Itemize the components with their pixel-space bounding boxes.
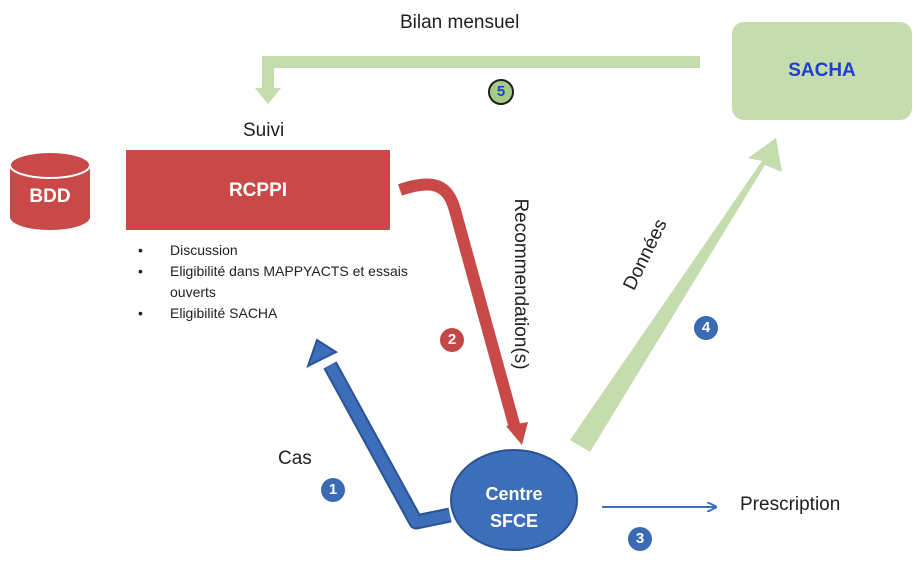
bullet-eligibilite-sacha: Eligibilité SACHA (138, 303, 410, 324)
bullet-eligibilite-mappyacts: Eligibilité dans MAPPYACTS et essais ouv… (138, 261, 410, 303)
step-5-badge: 5 (488, 79, 514, 105)
centre-sfce-node (450, 449, 578, 551)
donnees-arrow (570, 138, 782, 452)
step-2-badge: 2 (440, 328, 464, 352)
recommandations-label: Recommendation(s) (510, 198, 531, 370)
sacha-label: SACHA (788, 60, 856, 81)
centre-label-line2: SFCE (489, 511, 538, 531)
centre-label-line1: Centre (485, 484, 543, 504)
cas-label: Cas (278, 448, 312, 469)
prescription-label: Prescription (740, 494, 841, 515)
bullet-discussion: Discussion (138, 240, 410, 261)
bdd-database (9, 151, 91, 230)
rcppi-label: RCPPI (228, 180, 288, 201)
cas-arrow (306, 338, 452, 530)
step-1-badge: 1 (321, 478, 345, 502)
sacha-box (732, 22, 912, 120)
suivi-label: Suivi (243, 120, 285, 141)
step-3-badge: 3 (628, 527, 652, 551)
bilan-mensuel-label: Bilan mensuel (400, 12, 520, 33)
bdd-label: BDD (29, 186, 71, 207)
rcppi-box (126, 150, 390, 230)
bilan-arrow (255, 56, 700, 104)
step-4-badge: 4 (694, 316, 718, 340)
recommandation-arrow (398, 178, 528, 445)
rcppi-bullet-list: Discussion Eligibilité dans MAPPYACTS et… (138, 240, 410, 324)
